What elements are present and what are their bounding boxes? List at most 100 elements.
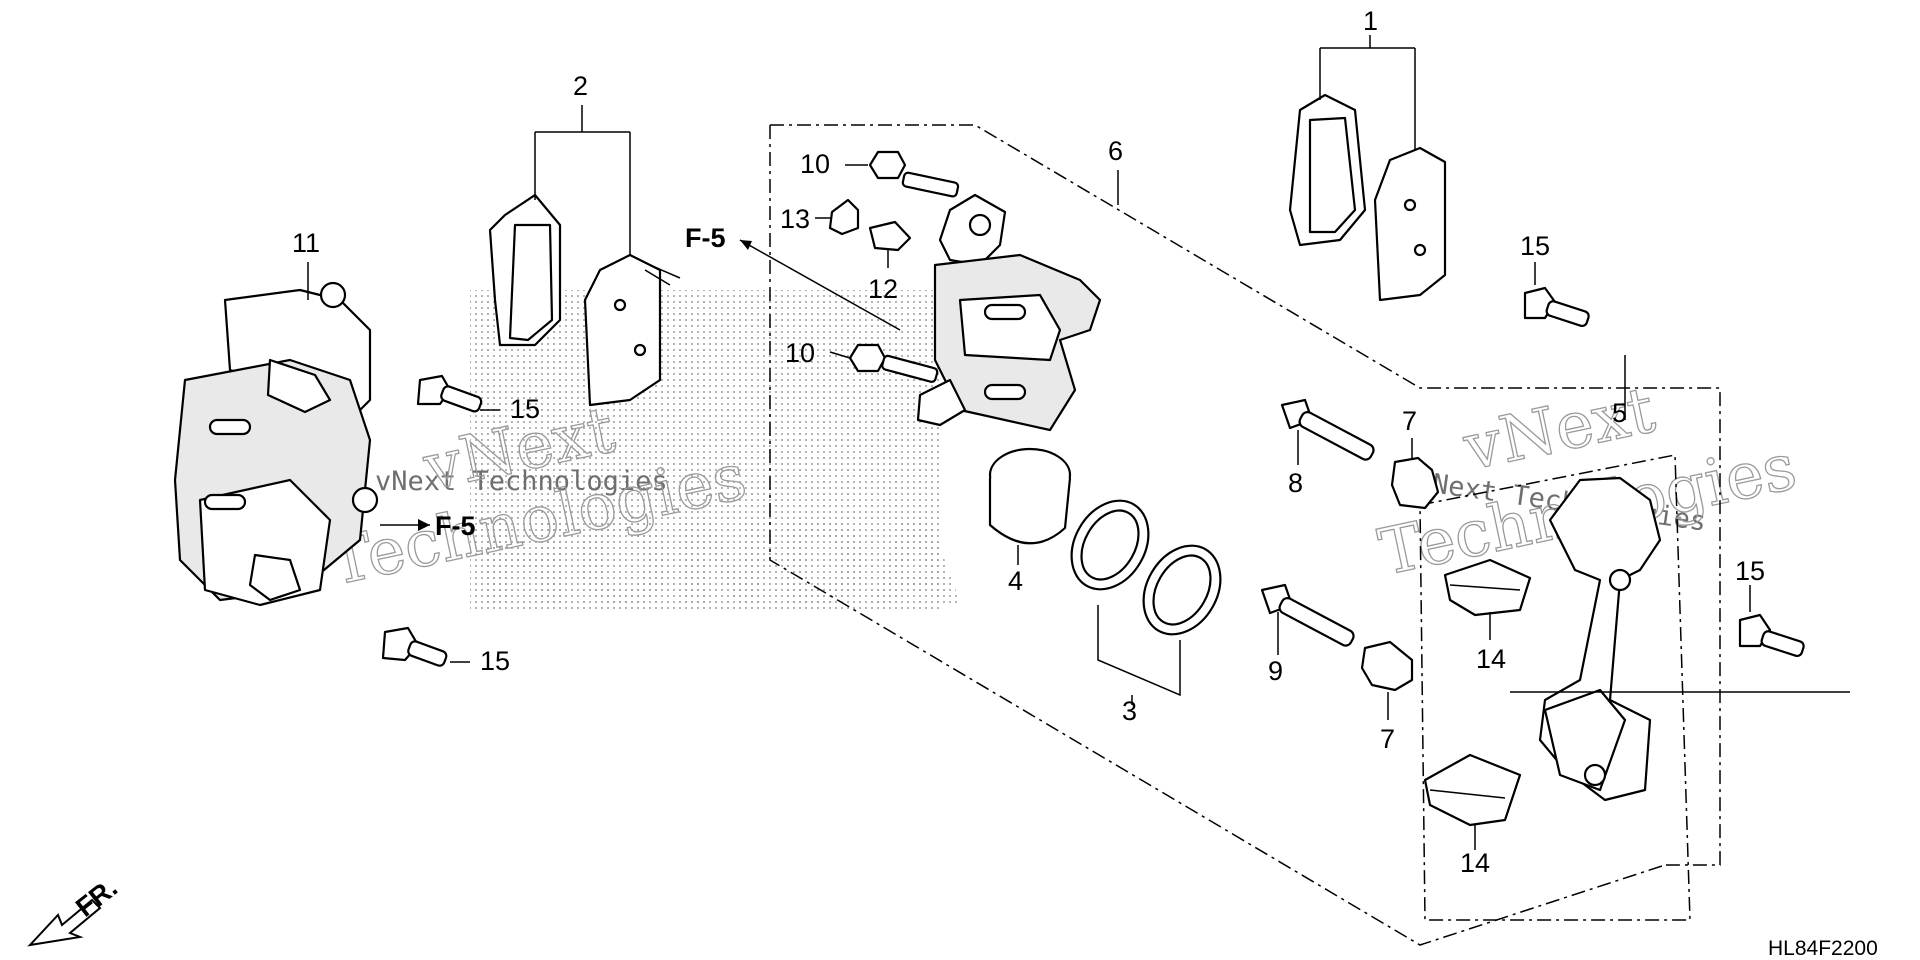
bolt-15-c-shank (1545, 300, 1590, 328)
bolt-15-d-shank (1760, 630, 1805, 658)
bracket-5-hole-upper (1608, 568, 1632, 592)
caliper-bolt-hole-lower (351, 486, 379, 514)
callout-12: 12 (868, 274, 898, 304)
bolt-10-upper-head (868, 150, 907, 180)
fr-arrow-icon (27, 898, 102, 947)
caliper-bracket-5 (1538, 476, 1662, 802)
callout-6: 6 (1108, 136, 1123, 166)
bracket-5-lower (1543, 688, 1627, 792)
brake-pads-1 (1288, 93, 1447, 302)
bolt-10-upper-shank (901, 171, 960, 198)
callout-1: 1 (1363, 6, 1378, 36)
caliper-assembly-11 (173, 281, 379, 607)
hardware-10-lower (848, 343, 939, 383)
callout-14-upper: 14 (1476, 644, 1506, 674)
caliper-body-lower (198, 478, 332, 607)
front-direction-arrow: FR. (27, 872, 123, 947)
watermark-brand: HONDA (475, 495, 962, 633)
retainer-14-upper (1443, 558, 1532, 617)
callout-15-a: 15 (510, 394, 540, 424)
boot-7-lower-body (1360, 640, 1414, 692)
bolt-15-a-shank (440, 385, 483, 413)
seal-3-a-inner (1080, 509, 1140, 581)
pin-8-shank (1298, 411, 1375, 461)
caliper-6-slot-1 (983, 303, 1027, 321)
leader-10b (829, 351, 851, 359)
ref-label-f5-upper: F-5 (685, 223, 726, 253)
boot-7-upper (1390, 456, 1440, 510)
piston-4 (988, 447, 1072, 545)
watermark-text-left: vNext Technologies (375, 466, 668, 497)
callout-3: 3 (1122, 696, 1137, 726)
callout-15-d: 15 (1735, 556, 1765, 586)
assembly-5-outline (1419, 454, 1691, 921)
callout-14-lower: 14 (1460, 848, 1490, 878)
bolt-15-d (1738, 613, 1805, 658)
bolt-10-lower-shank (881, 354, 939, 383)
pin-9 (1260, 583, 1355, 647)
ref-arrow-f5-upper-head (740, 240, 752, 250)
pad-2-hole-2 (633, 343, 647, 357)
bolt-10-lower-head (848, 343, 887, 373)
ref-arrow-f5-lower-head (418, 519, 430, 531)
caliper-6-hole (968, 213, 992, 237)
ref-arrow-f5-upper-line (739, 239, 901, 331)
bleeder-cap-13 (828, 198, 860, 236)
assembly-6-outline-bottom (769, 125, 1666, 946)
ref-label-f5-lower: F-5 (435, 511, 476, 541)
hardware-10-upper (868, 150, 960, 198)
caliper-6-slot-2 (983, 383, 1027, 401)
pad-2-inner (583, 253, 662, 407)
pad-1-hole-2 (1413, 243, 1427, 257)
caliper-bleeder (266, 358, 332, 414)
callout-11: 11 (292, 228, 320, 258)
bracket-5-hole-lower (1583, 763, 1607, 787)
bolt-15-a (416, 374, 483, 413)
bolt-15-b (381, 626, 448, 667)
hardware-13-12 (828, 198, 912, 252)
callout-15-c: 15 (1520, 231, 1550, 261)
boot-7-lower (1360, 640, 1414, 692)
callout-4: 4 (1008, 566, 1023, 596)
brake-pads-2 (488, 193, 681, 407)
pad-2-outer-lining (508, 223, 554, 342)
bleeder-screw-12 (868, 220, 912, 252)
pin-8 (1280, 398, 1375, 461)
drawing-code: HL84F2200 (1768, 937, 1878, 960)
caliper-bolt-hole-upper (319, 281, 347, 309)
retainer-14-upper-edge (1449, 584, 1521, 591)
retainer-14-lower (1423, 753, 1522, 827)
pad-1-outer-lining (1308, 116, 1357, 234)
caliper-6 (916, 193, 1102, 432)
callout-9: 9 (1268, 656, 1283, 686)
bolt-15-c (1523, 286, 1590, 328)
callout-7-lower: 7 (1380, 724, 1395, 754)
pad-2-spring (644, 269, 671, 286)
pin-9-shank (1278, 597, 1355, 647)
retainer-14-lower-body (1423, 753, 1522, 827)
retainer-14-lower-edge (1429, 789, 1506, 799)
caliper-lower-lug (248, 553, 302, 602)
callout-8: 8 (1288, 468, 1303, 498)
callout-2: 2 (573, 71, 588, 101)
pad-1-hole-1 (1403, 198, 1417, 212)
callout-7-upper: 7 (1402, 406, 1417, 436)
assembly-6-outline-top (770, 124, 1721, 866)
caliper-slot-2 (203, 493, 247, 511)
pad-2-spring-2 (649, 264, 681, 279)
bolt-15-b-shank (407, 640, 448, 667)
seal-3-b-inner (1152, 554, 1212, 626)
piston-4-side (988, 477, 1072, 545)
callout-13: 13 (780, 204, 810, 234)
leader-3 (1097, 605, 1181, 697)
caliper-6-lower-lug (916, 378, 967, 427)
callout-10-lower: 10 (785, 338, 815, 368)
pad-1-inner (1373, 146, 1447, 302)
callout-10-upper: 10 (800, 149, 830, 179)
pad-2-hole-1 (613, 298, 627, 312)
watermark-dot-field (470, 290, 940, 610)
caliper-slot-1 (208, 418, 252, 436)
boot-7-upper-body (1390, 456, 1440, 510)
callout-5: 5 (1612, 398, 1627, 428)
